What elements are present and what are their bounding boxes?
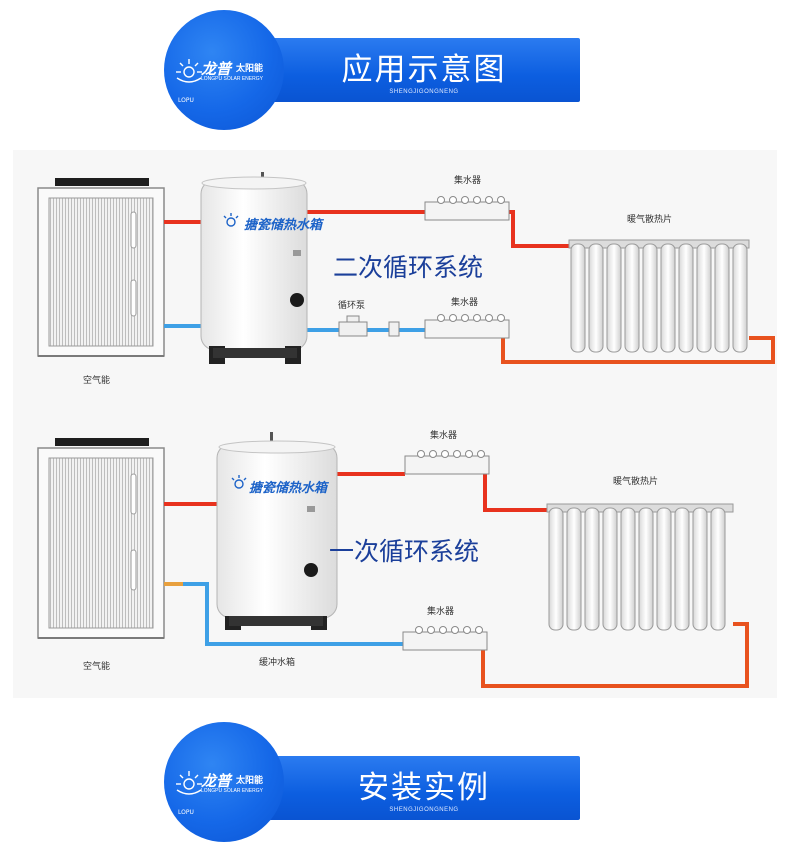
radiator-label: 暖气散热片 — [613, 475, 658, 487]
heat-pump-label: 空气能 — [83, 374, 110, 386]
section-subtitle: SHENGJIGONGNENG — [389, 89, 459, 95]
manifold-top-icon — [424, 196, 510, 221]
enamel-storage-tank-icon — [216, 432, 338, 630]
pump-label: 循环泵 — [338, 299, 365, 311]
enamel-storage-tank-icon — [200, 172, 308, 364]
top-banner: 应用示意图 SHENGJIGONGNENG LOPU 龙普 太阳能 LONGPU… — [0, 10, 790, 140]
air-source-heat-pump-icon — [37, 438, 165, 639]
logo-arc-text: LOPU — [178, 809, 194, 816]
system-type-label: 一次循环系统 — [329, 537, 479, 566]
radiator-icon — [568, 239, 750, 353]
section-title: 应用示意图 — [341, 52, 507, 88]
brand-name: 龙普 — [201, 772, 232, 790]
section-title-bar: 应用示意图 SHENGJIGONGNENG — [268, 38, 580, 102]
air-source-heat-pump-icon — [37, 178, 165, 357]
manifold-top-label: 集水器 — [454, 174, 481, 186]
lower-system: 空气能 搪瓷储热水箱 一次循环系统 缓冲水箱 集水器 — [37, 429, 749, 688]
buffer-tank-label: 缓冲水箱 — [259, 656, 295, 668]
logo-arc-text: LOPU — [178, 97, 194, 104]
system-type-label: 二次循环系统 — [333, 253, 483, 282]
radiator-label: 暖气散热片 — [627, 213, 672, 225]
tank-label: 搪瓷储热水箱 — [244, 217, 325, 233]
manifold-bottom-icon — [402, 626, 488, 651]
brand-english: LONGPU SOLAR ENERGY — [201, 788, 263, 794]
application-diagram: 空气能 搪瓷储热水箱 二次循环系统 循环泵 — [13, 150, 777, 698]
brand-tagline: 太阳能 — [236, 64, 264, 74]
radiator-return-pipe — [501, 322, 775, 364]
brand-english: LONGPU SOLAR ENERGY — [201, 76, 263, 82]
manifold-to-radiator-pipe — [509, 210, 569, 248]
sun-logo-icon: LOPU — [176, 771, 202, 816]
manifold-bottom-icon — [424, 314, 510, 339]
section-subtitle: SHENGJIGONGNENG — [389, 807, 459, 813]
radiator-icon — [546, 503, 734, 631]
section-title: 安装实例 — [358, 770, 490, 806]
brand-tagline: 太阳能 — [236, 776, 264, 786]
tank-label: 搪瓷储热水箱 — [249, 480, 330, 496]
heat-pump-label: 空气能 — [83, 660, 110, 672]
tank-logo-icon — [231, 475, 247, 489]
upper-system: 空气能 搪瓷储热水箱 二次循环系统 循环泵 — [37, 172, 775, 386]
manifold-top-icon — [404, 450, 490, 475]
brand-name: 龙普 — [201, 60, 232, 78]
sun-logo-icon: LOPU — [176, 59, 202, 104]
manifold-bottom-label: 集水器 — [451, 296, 478, 308]
circulation-pump-icon — [338, 315, 400, 337]
manifold-bottom-label: 集水器 — [427, 605, 454, 617]
radiator-return-pipe — [481, 622, 749, 688]
manifold-to-radiator-pipe — [483, 466, 547, 512]
brand-logo: LOPU 龙普 太阳能 LONGPU SOLAR ENERGY — [164, 722, 284, 842]
section-title-bar: 安装实例 SHENGJIGONGNENG — [268, 756, 580, 820]
manifold-top-label: 集水器 — [430, 429, 457, 441]
tank-logo-icon — [223, 213, 239, 227]
cold-return-pipe — [164, 582, 403, 646]
bottom-banner: 安装实例 SHENGJIGONGNENG LOPU 龙普 太阳能 LONGPU … — [0, 722, 790, 852]
brand-logo: LOPU 龙普 太阳能 LONGPU SOLAR ENERGY — [164, 10, 284, 130]
heating-system-diagram: 空气能 搪瓷储热水箱 二次循环系统 循环泵 — [37, 172, 775, 688]
